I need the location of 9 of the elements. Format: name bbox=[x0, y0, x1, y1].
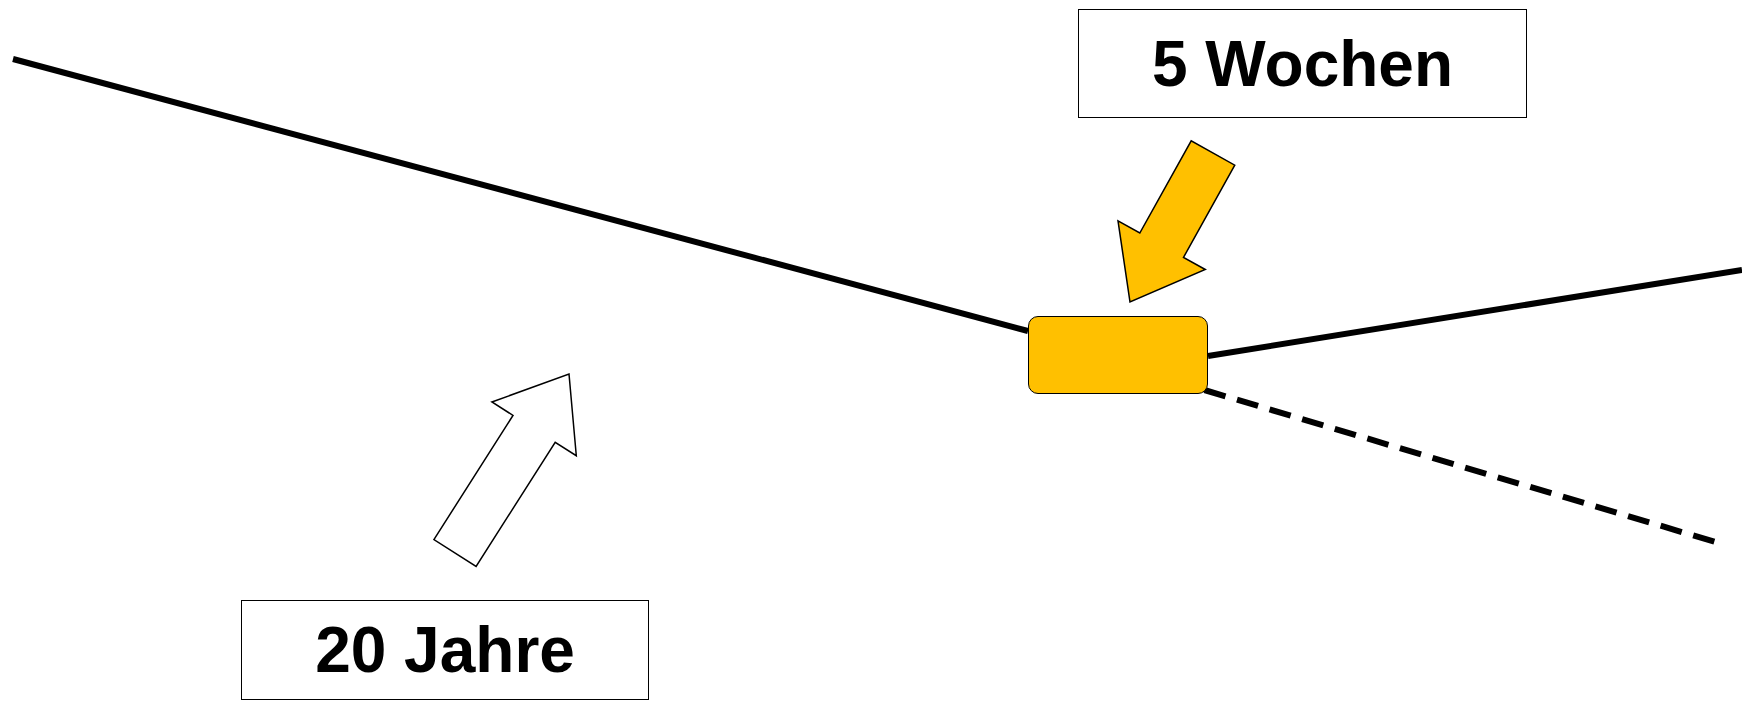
label-box bbox=[1078, 9, 1527, 118]
line bbox=[12, 56, 1029, 334]
label-text: 5 Wochen bbox=[1151, 26, 1454, 101]
rounded-box bbox=[1028, 316, 1208, 394]
label-text: 20 Jahre bbox=[315, 613, 575, 687]
block-arrow bbox=[1117, 139, 1236, 304]
label-box bbox=[241, 600, 649, 700]
line bbox=[1207, 267, 1742, 359]
block-arrow bbox=[432, 372, 578, 568]
